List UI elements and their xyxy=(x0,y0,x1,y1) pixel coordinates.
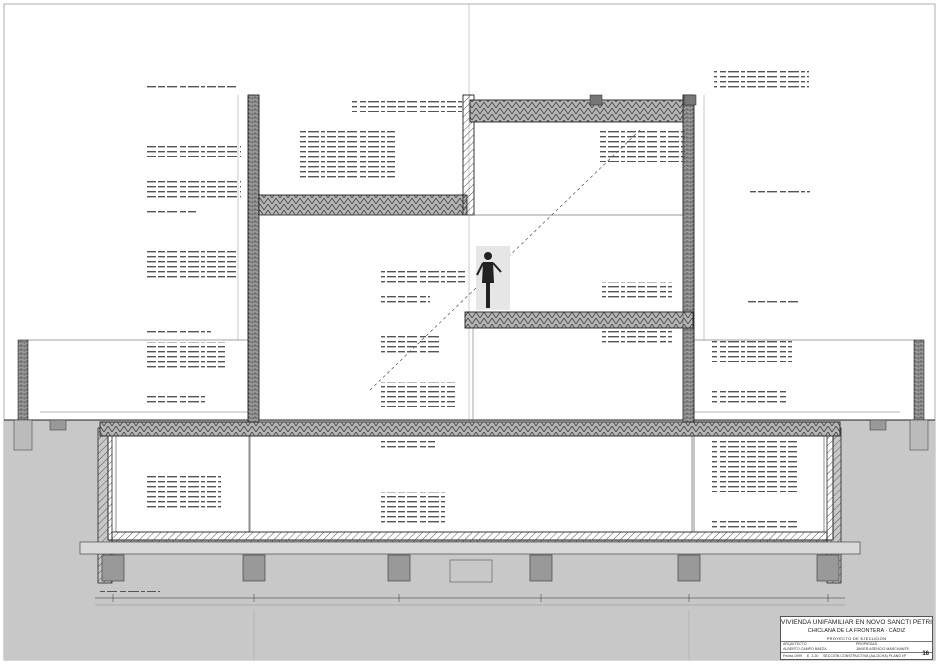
ground-floor-slab xyxy=(99,421,841,437)
owner-name: JAVIER ASENCIO MARCHANTE xyxy=(856,647,910,651)
scale-label: E. 1:20 xyxy=(807,654,819,658)
project-location: CHICLANA DE LA FRONTERA · CÁDIZ xyxy=(807,628,906,634)
project-phase: PROYECTO DE EJECUCIÓN xyxy=(826,636,887,641)
building-section xyxy=(237,94,705,423)
title-block-divider xyxy=(781,641,932,642)
architect-name: ALBERTO CAMPO BAEZA xyxy=(783,647,827,651)
garden-walls xyxy=(13,339,929,451)
sheet-name: SECCIÓN CONSTRUCTIVA (AA-DCHA) xyxy=(823,654,888,658)
title-block: VIVIENDA UNIFAMILIAR EN NOVO SANCTI PETR… xyxy=(780,616,933,660)
sheet-number-label: PLANO Nº xyxy=(889,654,907,658)
person-scale-icon xyxy=(476,246,510,310)
date-label: Fecha 1999 xyxy=(783,654,802,658)
owner-label: PROPIEDAD xyxy=(856,642,878,646)
annotation-blocks xyxy=(100,68,810,592)
architect-label: ARQUITECTO xyxy=(783,642,807,646)
project-title: VIVIENDA UNIFAMILIAR EN NOVO SANCTI PETR… xyxy=(781,619,932,626)
title-block-divider-2 xyxy=(781,652,932,653)
sheet-number: 16 xyxy=(922,651,929,657)
